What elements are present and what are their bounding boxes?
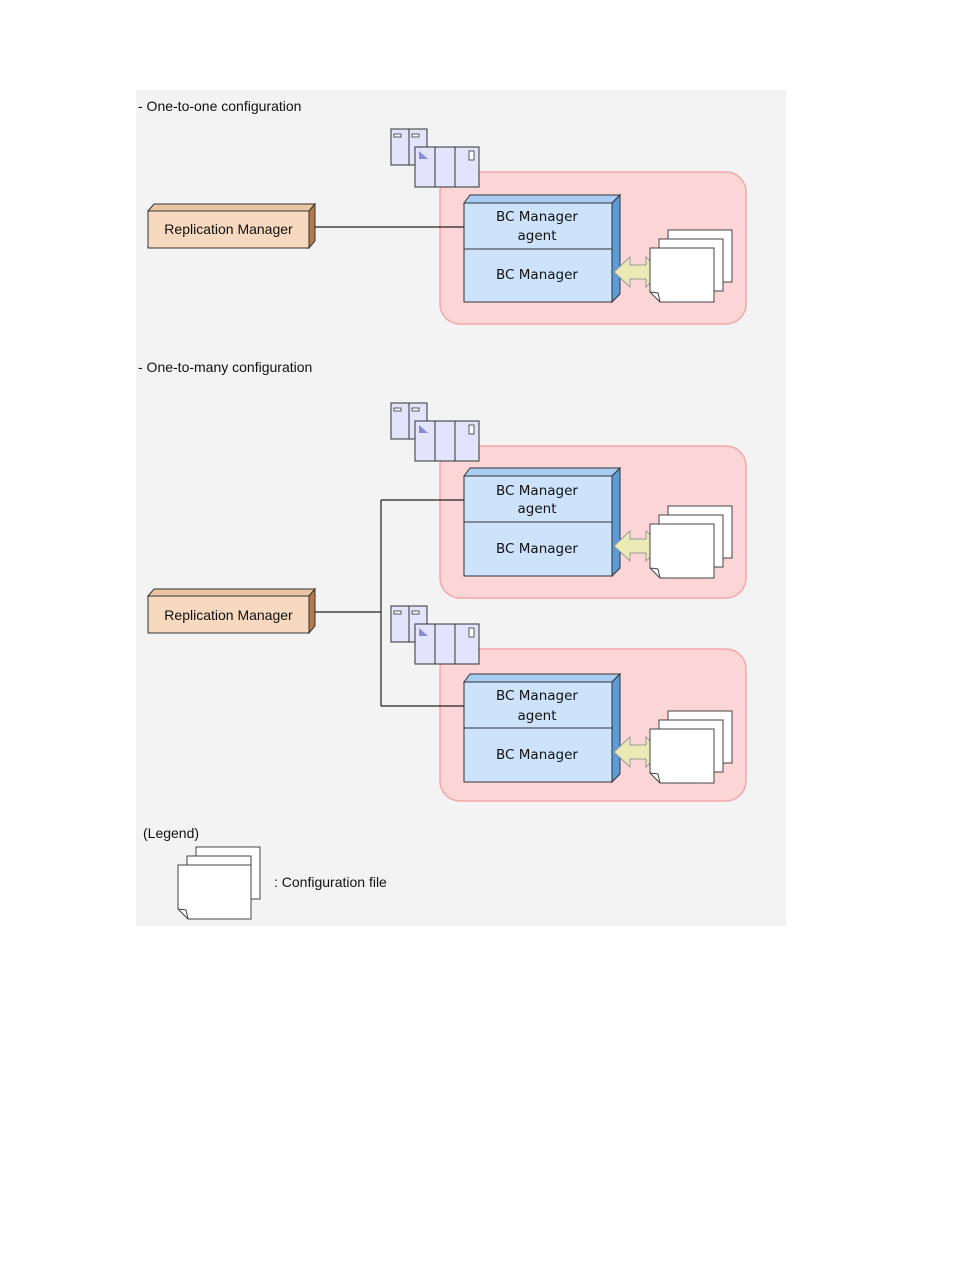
configuration-file-icon — [650, 711, 732, 783]
configuration-file-icon — [650, 506, 732, 578]
section-heading-one-to-many: - One-to-many configuration — [138, 359, 312, 375]
bc-manager-agent-label-line2: agent — [518, 708, 557, 724]
legend-configuration-file-icon — [178, 847, 260, 919]
bc-manager-label: BC Manager — [496, 541, 578, 557]
bc-manager-agent-label-line2: agent — [518, 501, 557, 517]
bc-manager-stack: BC Manager agent BC Manager — [464, 195, 620, 302]
bc-manager-agent-label-line2: agent — [518, 228, 557, 244]
legend-configuration-file-label: : Configuration file — [274, 874, 387, 890]
replication-manager-box: Replication Manager — [148, 204, 315, 248]
configuration-file-icon — [650, 230, 732, 302]
replication-manager-label: Replication Manager — [164, 607, 293, 623]
bc-manager-label: BC Manager — [496, 267, 578, 283]
bc-manager-agent-label-line1: BC Manager — [496, 483, 578, 499]
replication-manager-label: Replication Manager — [164, 221, 293, 237]
bc-manager-stack: BC Manager agent BC Manager — [464, 468, 620, 576]
bc-manager-label: BC Manager — [496, 747, 578, 763]
bc-manager-agent-label-line1: BC Manager — [496, 209, 578, 225]
replication-manager-box: Replication Manager — [148, 589, 315, 633]
bc-manager-stack: BC Manager agent BC Manager — [464, 674, 620, 782]
legend-title: (Legend) — [143, 825, 199, 841]
section-heading-one-to-one: - One-to-one configuration — [138, 98, 301, 114]
bc-manager-agent-label-line1: BC Manager — [496, 688, 578, 704]
